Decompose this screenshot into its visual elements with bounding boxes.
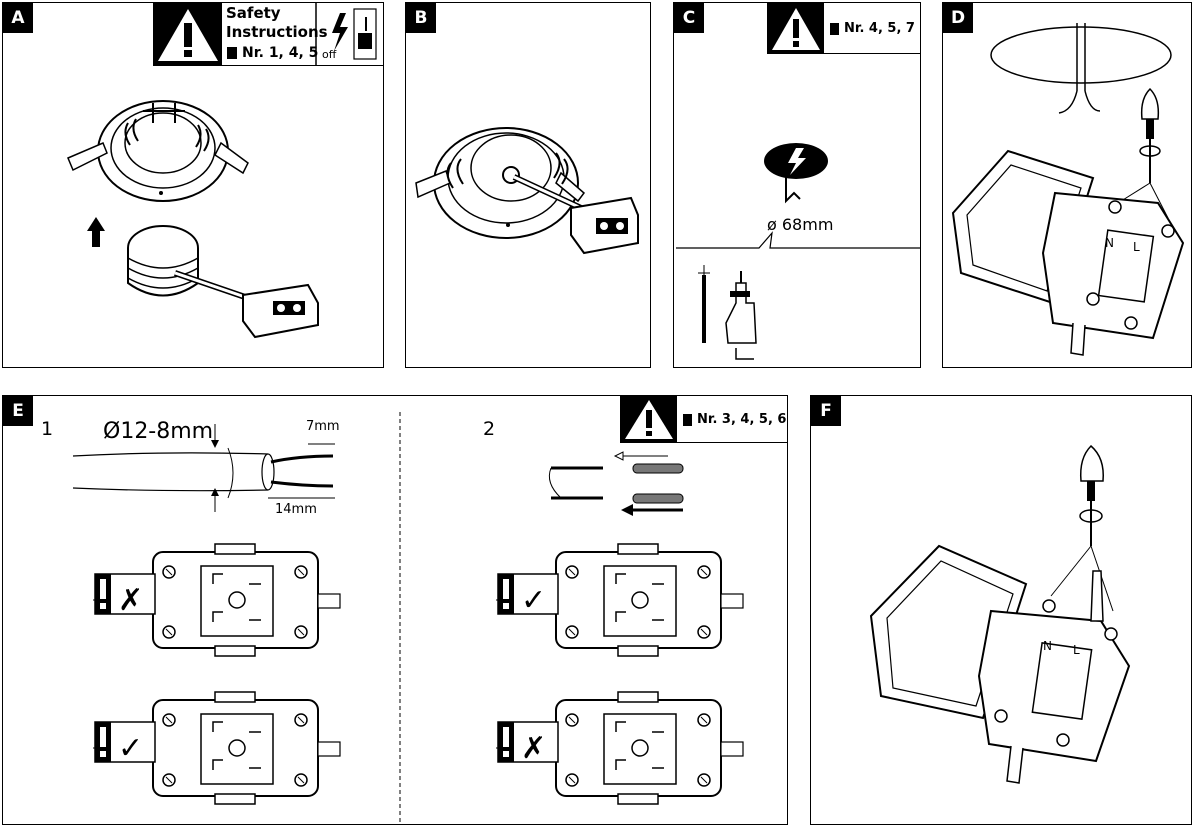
panel-c: C Nr. 4, 5, 7 ø 68mm xyxy=(673,2,921,368)
up-arrow-icon xyxy=(87,217,105,247)
terminal-box-views xyxy=(93,543,744,805)
terminal-label-l: L xyxy=(1133,240,1140,254)
warning-icon xyxy=(621,396,677,442)
status-badge-icon xyxy=(94,721,156,763)
safety-ref: Nr. 1, 4, 5 xyxy=(242,45,319,61)
safety-header: Safety Instructions Nr. 1, 4, 5 off xyxy=(153,2,384,66)
panel-b-tag: B xyxy=(406,3,436,33)
manual-icon xyxy=(683,414,692,426)
panel-a-tag: A xyxy=(3,3,33,33)
panel-e: E 1 2 Ø12-8mm 7mm 14mm Nr. 3, 4, 5, 6 xyxy=(2,395,788,825)
wrong-mark-1: ✗ xyxy=(118,583,144,618)
installed-lamp-drawing xyxy=(415,127,639,255)
off-label: off xyxy=(322,48,337,61)
safety-ref-c: Nr. 4, 5, 7 xyxy=(844,21,915,36)
safety-ref-e: Nr. 3, 4, 5, 6 xyxy=(697,412,787,427)
step-2-label: 2 xyxy=(483,418,496,440)
step-1-label: 1 xyxy=(41,418,54,440)
safety-reference-e: Nr. 3, 4, 5, 6 xyxy=(620,395,788,443)
status-badge-icon xyxy=(497,573,559,615)
cable-diameter-label: Ø12-8mm xyxy=(103,419,214,444)
junction-box-closing-drawing xyxy=(869,444,1131,784)
safety-reference-c: Nr. 4, 5, 7 xyxy=(767,2,921,54)
terminal-label-l: L xyxy=(1073,643,1080,657)
lightning-icon xyxy=(788,148,806,175)
status-badge-icon xyxy=(497,721,559,763)
junction-box-open-drawing xyxy=(951,23,1185,356)
lamp-assembly-drawing xyxy=(67,100,319,339)
panel-b: B xyxy=(405,2,651,368)
strip-length-short: 7mm xyxy=(306,419,340,434)
terminal-box-wrong-1 xyxy=(93,543,341,657)
terminal-box-right-2 xyxy=(496,543,744,657)
lightning-icon xyxy=(332,13,348,51)
safety-title-line1: Safety xyxy=(226,4,281,22)
terminal-label-n: N xyxy=(1105,236,1114,250)
terminal-box-right-1 xyxy=(93,691,341,805)
wrong-mark-2: ✗ xyxy=(521,731,547,766)
manual-icon xyxy=(830,23,839,35)
panel-f: F N L xyxy=(810,395,1192,825)
terminal-box-wrong-2 xyxy=(496,691,744,805)
strip-length-long: 14mm xyxy=(275,502,317,517)
right-mark-1: ✓ xyxy=(118,731,144,766)
status-badge-icon xyxy=(94,573,156,615)
manual-icon xyxy=(227,47,237,59)
safety-title-line2: Instructions xyxy=(226,23,328,41)
panel-f-tag: F xyxy=(811,396,841,426)
panel-e-tag: E xyxy=(3,396,33,426)
panel-c-tag: C xyxy=(674,3,704,33)
panel-a: A Safety Instructions Nr. 1, 4, 5 off xyxy=(2,2,384,368)
panel-d: D N L xyxy=(942,2,1192,368)
cutout-drawing xyxy=(676,143,920,360)
terminal-label-n: N xyxy=(1043,639,1052,653)
warning-icon xyxy=(768,3,824,53)
panel-d-tag: D xyxy=(943,3,973,33)
warning-icon xyxy=(154,3,377,65)
wiring-steps-drawing xyxy=(72,412,684,824)
right-mark-2: ✓ xyxy=(521,583,547,618)
diameter-label: ø 68mm xyxy=(767,215,834,234)
